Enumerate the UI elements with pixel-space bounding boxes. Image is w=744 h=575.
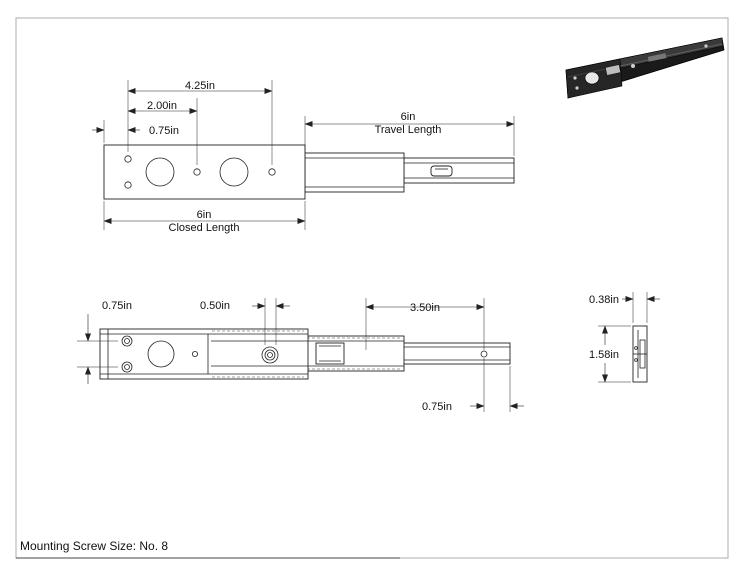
isometric-preview <box>565 37 725 99</box>
dim-0-50-label: 0.50in <box>200 300 230 312</box>
dim-0-75-bottom-label: 0.75in <box>422 401 452 413</box>
front-view <box>99 328 511 380</box>
mounting-screw-note: Mounting Screw Size: No. 8 <box>20 539 168 553</box>
travel-length-value: 6in <box>401 111 416 123</box>
dim-0-75-label: 0.75in <box>149 125 179 137</box>
closed-length-label: Closed Length <box>169 222 240 234</box>
dim-4-25-label: 4.25in <box>185 80 215 92</box>
travel-length-label: Travel Length <box>375 124 442 136</box>
end-width-label: 0.38in <box>589 294 619 306</box>
top-view <box>103 144 515 200</box>
closed-length-value: 6in <box>197 209 212 221</box>
front-view-dimensions: 0.75in 0.50in 3.50in 0.75in <box>77 298 524 413</box>
dim-0-75-left-label: 0.75in <box>102 300 132 312</box>
end-view-dimensions: 0.38in 1.58in <box>589 292 660 383</box>
top-view-dimensions: 4.25in 2.00in 0.75in 6in Travel Length 6… <box>92 80 515 234</box>
end-height-label: 1.58in <box>589 349 619 361</box>
dim-3-50-label: 3.50in <box>410 302 440 314</box>
sheet-border <box>15 17 729 559</box>
end-view <box>632 325 648 383</box>
dim-2-00-label: 2.00in <box>147 100 177 112</box>
